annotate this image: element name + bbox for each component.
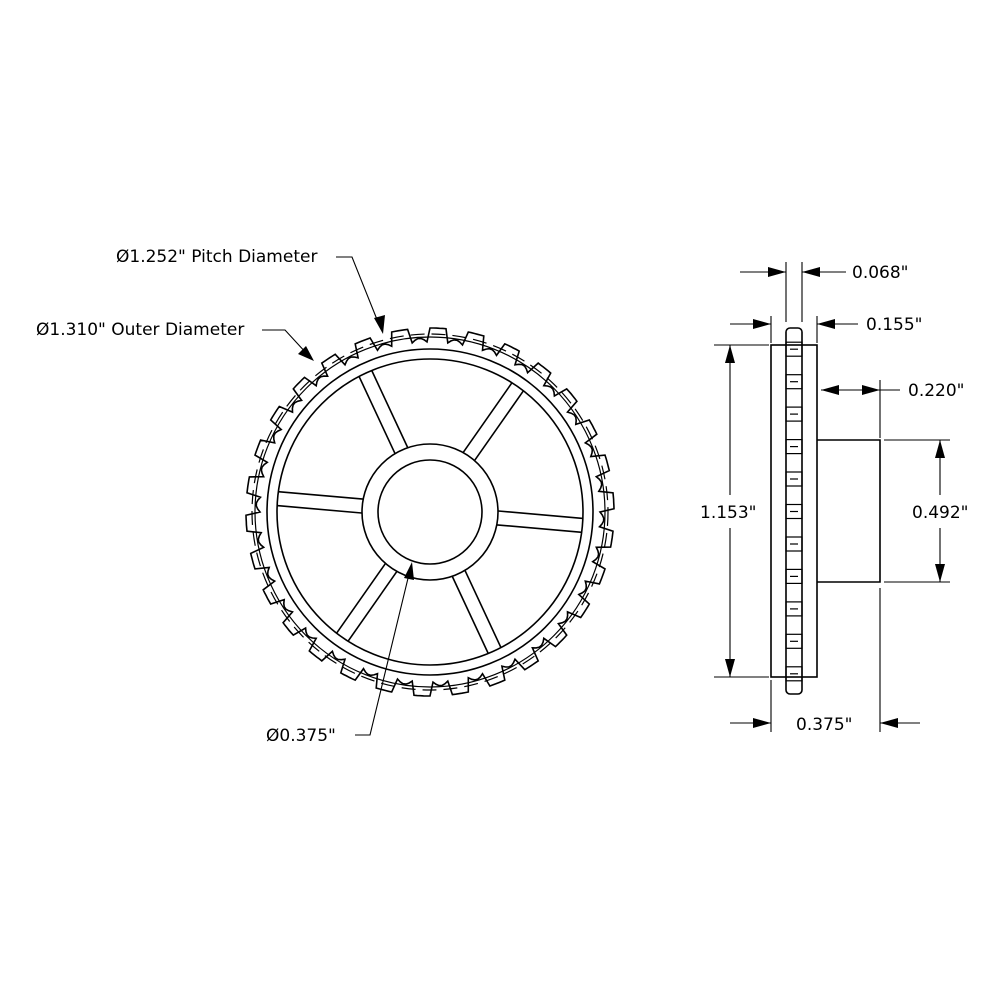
spoke-edge (278, 490, 363, 500)
bore-circle (377, 459, 483, 565)
tooth-width-dimension: 0.068" (740, 262, 909, 322)
rim-outer-circle (266, 348, 594, 676)
side-tooth (785, 601, 803, 617)
bore-callout: Ø0.375" (266, 562, 414, 746)
front-view (245, 327, 615, 697)
pitch-diameter-label: Ø1.252" Pitch Diameter (116, 247, 317, 267)
spoke-edge (497, 524, 582, 534)
side-tooth (785, 374, 803, 390)
overall-width-dimension: 0.375" (730, 588, 920, 735)
side-tooth (785, 568, 803, 585)
outer-tooth-profile (245, 327, 615, 697)
side-tooth (785, 666, 803, 682)
tooth-width-label: 0.068" (852, 263, 909, 283)
outer-diameter-leader (262, 329, 309, 356)
side-teeth (785, 341, 803, 682)
side-tooth (785, 341, 803, 357)
spoke-edge (464, 570, 502, 649)
bore-label: Ø0.375" (266, 726, 336, 746)
side-tooth (785, 439, 803, 455)
bore-leader (355, 569, 411, 736)
pitch-diameter-arrowhead (374, 315, 385, 334)
overall-height-label: 1.153" (700, 503, 757, 523)
hub-length-dimension: 0.220" (821, 380, 965, 438)
hub-diameter-label: 0.492" (912, 503, 969, 523)
pitch-diameter-leader (336, 256, 381, 328)
side-tooth (785, 406, 803, 422)
hub-length-label: 0.220" (908, 381, 965, 401)
hub-outer-circle (361, 443, 499, 581)
spoke-edge (335, 563, 386, 634)
tooth-detail-circle (251, 333, 609, 691)
side-view (770, 327, 881, 695)
spoke-edge (276, 504, 362, 514)
side-tooth (785, 503, 803, 520)
spoke-edge (358, 375, 396, 454)
hub-outline (817, 439, 881, 583)
side-tooth (785, 633, 803, 649)
pitch-diameter-callout: Ø1.252" Pitch Diameter (116, 247, 385, 334)
overall-height-dimension: 1.153" (700, 344, 769, 678)
outer-diameter-arrowhead (298, 346, 314, 361)
spoke-edge (451, 576, 490, 654)
side-tooth (785, 471, 803, 487)
spoke-edge (498, 510, 584, 520)
bore-arrowhead (404, 562, 414, 580)
spoke-edge (462, 382, 513, 453)
flange-width-label: 0.155" (866, 315, 923, 335)
spoke-edge (370, 370, 409, 448)
spoke-edge (474, 390, 525, 461)
pulley-body-outline (770, 344, 818, 678)
side-tooth (785, 536, 803, 552)
outer-diameter-label: Ø1.310" Outer Diameter (36, 320, 244, 340)
spoke-edge (347, 571, 398, 642)
flange-width-dimension: 0.155" (730, 315, 923, 343)
rim-inner-circle (276, 358, 584, 666)
spokes (276, 370, 584, 654)
overall-width-label: 0.375" (796, 715, 853, 735)
hub-diameter-dimension: 0.492" (884, 439, 969, 583)
outer-diameter-callout: Ø1.310" Outer Diameter (36, 320, 314, 361)
pitch-circle (254, 336, 606, 688)
